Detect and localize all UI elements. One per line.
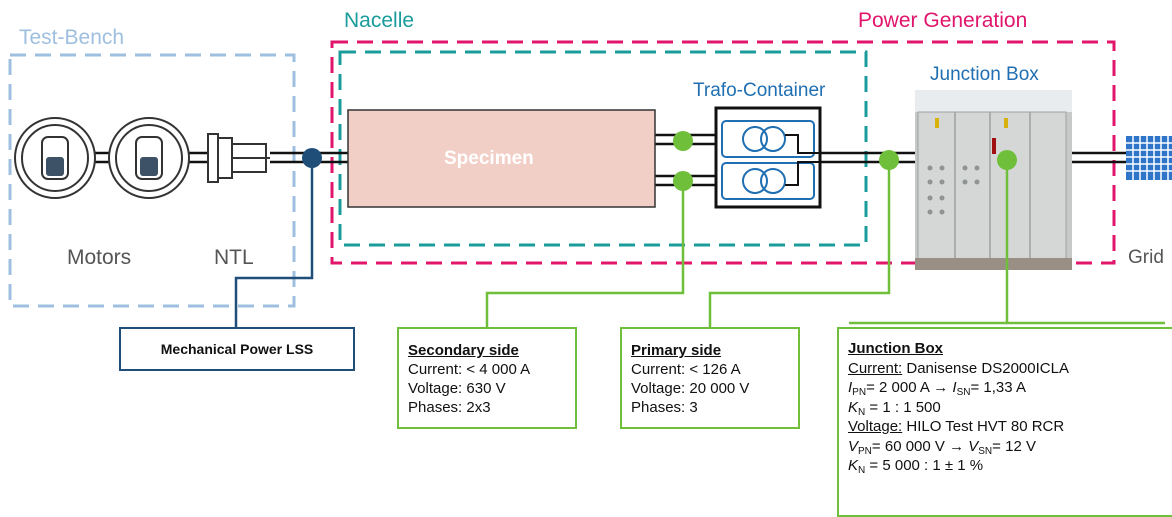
secondary-phases: Phases: 2x3 bbox=[408, 399, 491, 416]
primary-phases: Phases: 3 bbox=[631, 399, 698, 416]
motor-icon bbox=[108, 117, 190, 199]
trafo-container-label: Trafo-Container bbox=[693, 80, 826, 101]
transformer-icon bbox=[721, 120, 815, 200]
test-bench-region bbox=[8, 53, 296, 308]
junction-ipn-line: IPN= 2 000 A → ISN= 1,33 A bbox=[848, 379, 1026, 398]
measure-connectors bbox=[485, 162, 1165, 327]
power-generation-title: Power Generation bbox=[858, 9, 1028, 32]
secondary-measure-point-lower bbox=[673, 171, 693, 191]
specimen-label: Specimen bbox=[444, 148, 534, 169]
junction-vpn-line: VPN= 60 000 V → VSN= 12 V bbox=[848, 437, 1036, 457]
nacelle-title: Nacelle bbox=[344, 9, 415, 32]
secondary-side-title: Secondary side bbox=[408, 342, 519, 359]
power-generation-region bbox=[330, 40, 1116, 265]
primary-voltage: Voltage: 20 000 V bbox=[631, 380, 750, 397]
motor-icon bbox=[14, 117, 96, 199]
mechanical-measure-point bbox=[302, 148, 322, 168]
nacelle-region bbox=[338, 50, 868, 247]
primary-side-title: Primary side bbox=[631, 342, 722, 359]
test-bench-title: Test-Bench bbox=[19, 26, 125, 49]
ntl-coupling-icon bbox=[207, 133, 270, 183]
grid-icon bbox=[1126, 136, 1172, 180]
secondary-side-callout: Secondary side Current: < 4 000 A Voltag… bbox=[397, 327, 577, 429]
junction-current-line: Current: Danisense DS2000ICLA bbox=[848, 359, 1172, 379]
ntl-label: NTL bbox=[214, 246, 254, 269]
trafo-internal-wiring bbox=[785, 134, 820, 186]
grid-label: Grid bbox=[1128, 247, 1164, 268]
specimen-block bbox=[347, 109, 656, 208]
primary-side-callout: Primary side Current: < 126 A Voltage: 2… bbox=[620, 327, 800, 429]
mechanical-connector bbox=[234, 158, 314, 327]
primary-current: Current: < 126 A bbox=[631, 361, 741, 378]
junction-box-callout: Junction Box Current: Danisense DS2000IC… bbox=[837, 327, 1172, 517]
junction-voltage-line: Voltage: HILO Test HVT 80 RCR bbox=[848, 417, 1172, 437]
current-device: Danisense DS2000ICLA bbox=[902, 359, 1069, 377]
current-label: Current: bbox=[848, 359, 903, 377]
primary-measure-point bbox=[879, 150, 899, 170]
mechanical-power-callout: Mechanical Power LSS bbox=[119, 327, 355, 371]
junction-box-label: Junction Box bbox=[930, 64, 1039, 85]
junction-box-photo bbox=[915, 90, 1072, 270]
motors-label: Motors bbox=[67, 246, 132, 269]
junction-measure-point bbox=[997, 150, 1017, 170]
secondary-measure-point-upper bbox=[673, 131, 693, 151]
mechanical-power-title: Mechanical Power LSS bbox=[160, 341, 314, 357]
secondary-voltage: Voltage: 630 V bbox=[408, 380, 506, 397]
voltage-label: Voltage: bbox=[848, 418, 903, 435]
secondary-current: Current: < 4 000 A bbox=[408, 361, 531, 378]
junction-kn-current-line: KN = 1 : 1 500 bbox=[848, 398, 941, 418]
voltage-device: HILO Test HVT 80 RCR bbox=[902, 418, 1065, 435]
junction-kn-voltage-line: KN = 5 000 : 1 ± 1 % bbox=[848, 457, 984, 476]
junction-box-title: Junction Box bbox=[848, 340, 944, 357]
